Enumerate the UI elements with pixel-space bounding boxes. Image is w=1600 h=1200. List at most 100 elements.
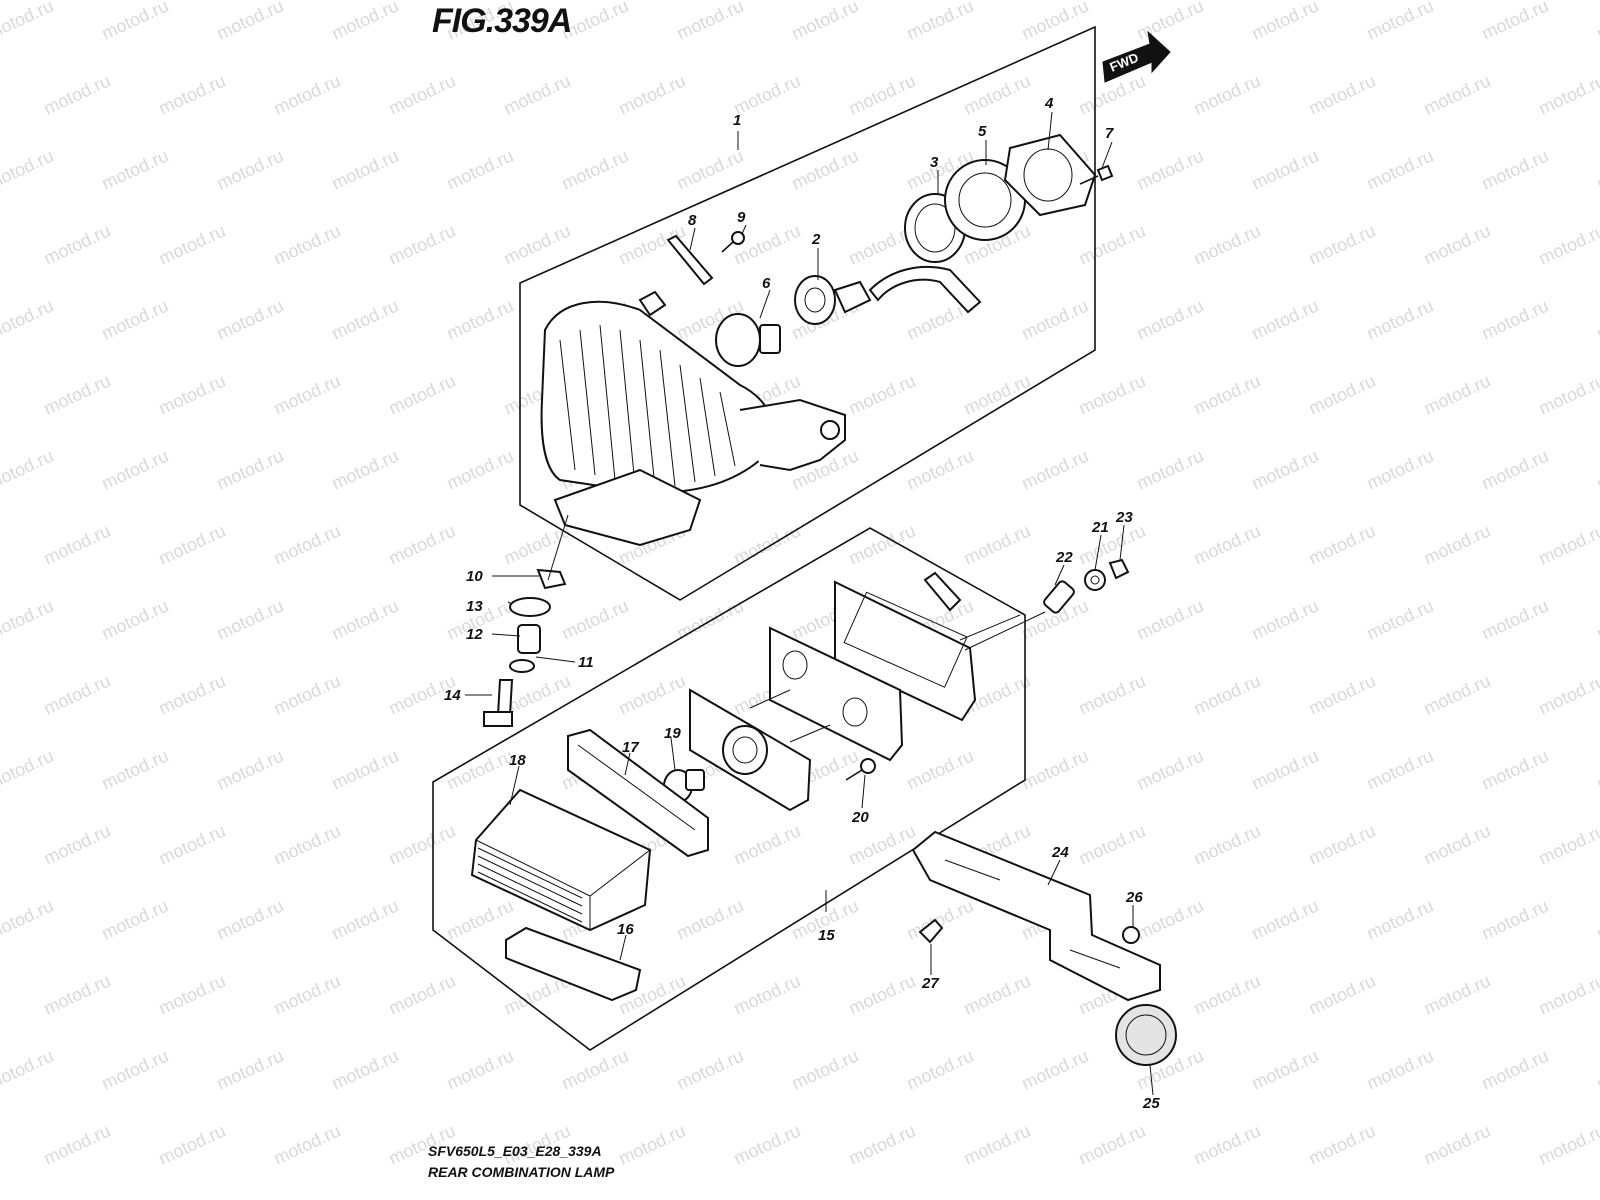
watermark-text: motod.ru — [1479, 1045, 1552, 1093]
watermark-text: motod.ru — [1594, 295, 1600, 343]
screw-20 — [845, 758, 876, 781]
watermark-text: motod.ru — [559, 1045, 632, 1093]
watermark-text: motod.ru — [1019, 0, 1092, 44]
callout-13: 13 — [466, 598, 483, 615]
watermark-text: motod.ru — [904, 1045, 977, 1093]
screw-9 — [721, 231, 745, 253]
watermark-text: motod.ru — [386, 370, 459, 418]
watermark-text: motod.ru — [501, 70, 574, 118]
watermark-text: motod.ru — [271, 970, 344, 1018]
watermark-text: motod.ru — [1536, 220, 1600, 268]
license-lamp-housing — [769, 571, 1021, 762]
watermark-text: motod.ru — [386, 970, 459, 1018]
watermark-text: motod.ru — [616, 1120, 689, 1168]
watermark-text: motod.ru — [41, 520, 114, 568]
watermark-text: motod.ru — [1536, 970, 1600, 1018]
watermark-text: motod.ru — [1306, 970, 1379, 1018]
watermark-text: motod.ru — [1134, 895, 1207, 943]
watermark-text: motod.ru — [961, 970, 1034, 1018]
watermark-text: motod.ru — [846, 1120, 919, 1168]
callout-7: 7 — [1105, 125, 1114, 142]
spacer-washer-nut — [964, 558, 1130, 651]
watermark-text: motod.ru — [329, 1045, 402, 1093]
watermark-text: motod.ru — [1134, 745, 1207, 793]
watermark-text: motod.ru — [329, 0, 402, 44]
watermark-text: motod.ru — [99, 595, 172, 643]
watermark-text: motod.ru — [1306, 220, 1379, 268]
watermark-text: motod.ru — [1364, 595, 1437, 643]
watermark-text: motod.ru — [329, 145, 402, 193]
watermark-text: motod.ru — [501, 220, 574, 268]
watermark-text: motod.ru — [961, 70, 1034, 118]
watermark-text: motod.ru — [99, 445, 172, 493]
watermark-text: motod.ru — [386, 220, 459, 268]
watermark-text: motod.ru — [1479, 595, 1552, 643]
watermark-text: motod.ru — [846, 970, 919, 1018]
grommet-27 — [918, 918, 944, 944]
license-lamp-assembly-outline — [432, 527, 1026, 1051]
model-code: SFV650L5_E03_E28_339A — [428, 1143, 602, 1159]
watermark-text: motod.ru — [1134, 595, 1207, 643]
watermark-text: motod.ru — [1479, 295, 1552, 343]
watermark-text: motod.ru — [731, 970, 804, 1018]
watermark-text: motod.ru — [1191, 1120, 1264, 1168]
watermark-text: motod.ru — [1134, 295, 1207, 343]
watermark-text: motod.ru — [1364, 895, 1437, 943]
watermark-text: motod.ru — [1249, 595, 1322, 643]
watermark-text: motod.ru — [41, 220, 114, 268]
callout-2: 2 — [811, 231, 821, 248]
watermark-text: motod.ru — [214, 445, 287, 493]
watermark-text: motod.ru — [99, 745, 172, 793]
callout-26: 26 — [1125, 889, 1143, 906]
watermark-text: motod.ru — [271, 1120, 344, 1168]
watermark-text: motod.ru — [444, 895, 517, 943]
watermark-text: motod.ru — [156, 970, 229, 1018]
rear-reflector — [1115, 1004, 1177, 1066]
watermark-text: motod.ru — [156, 370, 229, 418]
watermark-text: motod.ru — [329, 295, 402, 343]
watermark-text: motod.ru — [1019, 1045, 1092, 1093]
watermark-text: motod.ru — [1076, 1120, 1149, 1168]
watermark-text: motod.ru — [616, 70, 689, 118]
mount-hardware-stack — [483, 514, 569, 727]
watermark-text: motod.ru — [1076, 370, 1149, 418]
watermark-text: motod.ru — [0, 145, 56, 193]
watermark-text: motod.ru — [1249, 895, 1322, 943]
watermark-text: motod.ru — [1479, 0, 1552, 44]
screw-7 — [1079, 164, 1114, 185]
watermark-text: motod.ru — [1479, 445, 1552, 493]
watermark-text: motod.ru — [1191, 220, 1264, 268]
license-lamp-base — [689, 688, 831, 812]
watermark-text: motod.ru — [329, 595, 402, 643]
watermark-text: motod.ru — [41, 970, 114, 1018]
watermark-text: motod.ru — [1134, 0, 1207, 44]
reflector-bracket — [911, 830, 1161, 1002]
watermark-text: motod.ru — [1536, 520, 1600, 568]
watermark-text: motod.ru — [1134, 445, 1207, 493]
watermark-text: motod.ru — [961, 1120, 1034, 1168]
watermark-text: motod.ru — [1421, 970, 1494, 1018]
watermark-text: motod.ru — [41, 70, 114, 118]
watermark-text: motod.ru — [1594, 895, 1600, 943]
watermark-text: motod.ru — [1191, 520, 1264, 568]
watermark-text: motod.ru — [41, 670, 114, 718]
watermark-text: motod.ru — [1594, 595, 1600, 643]
watermark-text: motod.ru — [674, 895, 747, 943]
watermark-text: motod.ru — [1249, 145, 1322, 193]
watermark-text: motod.ru — [1191, 670, 1264, 718]
watermark-text: motod.ru — [904, 895, 977, 943]
callout-8: 8 — [688, 212, 697, 229]
watermark-text: motod.ru — [789, 145, 862, 193]
callout-23: 23 — [1115, 509, 1133, 526]
watermark-text: motod.ru — [1249, 0, 1322, 44]
watermark-text: motod.ru — [1536, 1120, 1600, 1168]
nut-26 — [1122, 926, 1140, 944]
watermark-text: motod.ru — [99, 295, 172, 343]
callout-14: 14 — [444, 687, 461, 704]
watermark-text: motod.ru — [99, 1045, 172, 1093]
leader-lines — [465, 111, 1154, 1096]
watermark-text: motod.ru — [674, 1045, 747, 1093]
callout-21: 21 — [1091, 519, 1109, 536]
watermark-text: motod.ru — [156, 1120, 229, 1168]
watermark-text: motod.ru — [1191, 70, 1264, 118]
